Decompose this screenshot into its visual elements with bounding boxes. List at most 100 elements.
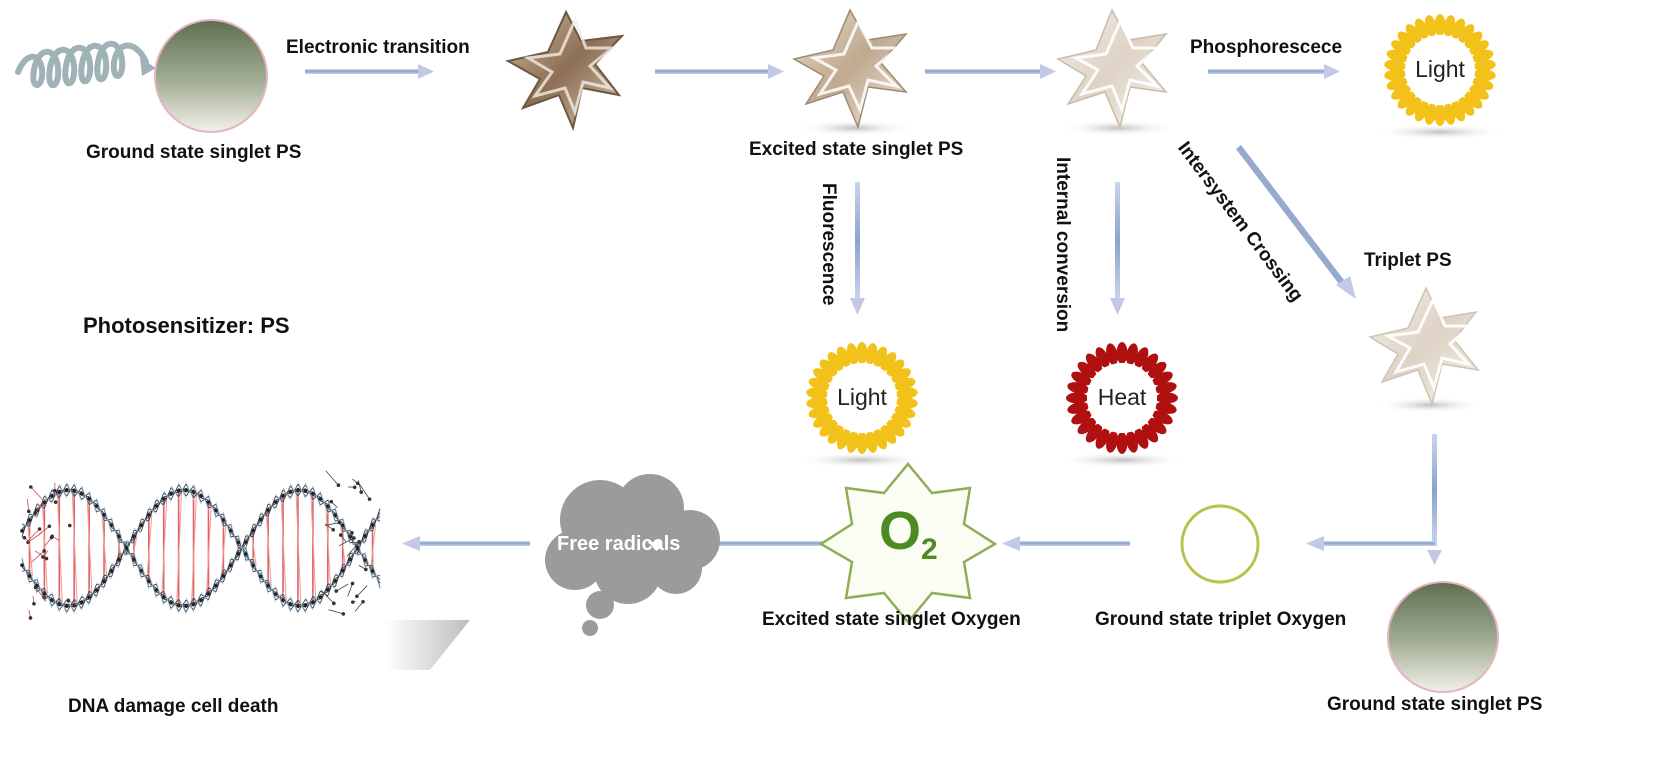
heat-petal bbox=[1155, 382, 1177, 394]
light-coil-icon bbox=[15, 40, 156, 89]
heat-petal bbox=[1095, 347, 1110, 368]
dna-node bbox=[87, 496, 91, 501]
dna-node bbox=[333, 513, 338, 517]
ground-triplet-oxygen-label: Ground state triplet Oxygen bbox=[1095, 609, 1347, 630]
dna-node bbox=[359, 490, 364, 494]
dna-node bbox=[29, 485, 33, 489]
dna-node bbox=[42, 500, 47, 505]
sun-top-petal bbox=[1391, 40, 1411, 55]
dna-node bbox=[318, 595, 323, 599]
dna-backbone-highlight bbox=[81, 485, 90, 507]
sun-top-petal bbox=[1397, 91, 1416, 109]
dna-base-pair bbox=[310, 493, 317, 603]
sun-mid-petal bbox=[856, 342, 868, 364]
heat-petal bbox=[1126, 431, 1138, 453]
dna-node bbox=[146, 513, 151, 517]
sun-mid-petal bbox=[846, 343, 859, 365]
triplet-ps-star-icon bbox=[1368, 286, 1485, 413]
heat-petal bbox=[1156, 392, 1178, 404]
dna-node bbox=[303, 603, 308, 608]
dna-node bbox=[363, 558, 367, 562]
dna-node bbox=[169, 491, 173, 496]
dna-node bbox=[311, 491, 315, 496]
sun-top-petal bbox=[1458, 96, 1475, 116]
ground-state-singlet-label-bottom: Ground state singlet PS bbox=[1327, 694, 1543, 715]
dna-node bbox=[341, 612, 346, 616]
dna-backbone-highlight bbox=[334, 506, 344, 534]
dna-fragment bbox=[26, 528, 40, 543]
dna-node bbox=[20, 529, 24, 533]
dna-base-pair bbox=[340, 525, 347, 571]
arrow-electronic-transition bbox=[305, 64, 434, 79]
star-icon-3 bbox=[1056, 8, 1176, 136]
dna-node bbox=[33, 511, 38, 515]
dna-node bbox=[176, 488, 181, 493]
dna-damage-label: DNA damage cell death bbox=[68, 696, 279, 717]
dna-node bbox=[64, 488, 69, 492]
dna-backbone-highlight bbox=[312, 485, 321, 508]
dna-backbone-highlight bbox=[245, 533, 254, 539]
sun-mid-petal bbox=[813, 368, 833, 383]
dna-node bbox=[332, 601, 336, 606]
heat-text: Heat bbox=[1097, 384, 1147, 410]
dna-node bbox=[67, 523, 72, 528]
dna-node bbox=[296, 604, 300, 608]
arrow-to-dna bbox=[402, 536, 530, 551]
sun-top-petal bbox=[1397, 31, 1416, 49]
heat-petal bbox=[1134, 347, 1149, 368]
dna-node bbox=[311, 600, 315, 605]
dna-node bbox=[288, 602, 293, 607]
dna-backbone-highlight bbox=[230, 556, 239, 563]
heat-petal bbox=[1106, 343, 1118, 365]
dna-node bbox=[66, 598, 71, 603]
dna-backbone-highlight bbox=[170, 594, 179, 614]
heat-petal bbox=[1141, 353, 1159, 373]
dna-backbone-highlight bbox=[305, 482, 314, 502]
dna-node bbox=[199, 598, 203, 602]
sun-top-petal bbox=[1384, 69, 1407, 81]
dna-fragment bbox=[338, 537, 355, 547]
dna-backbone-highlight bbox=[88, 490, 97, 515]
oxygen-symbol: O2 bbox=[879, 500, 938, 566]
dna-base-pair bbox=[370, 524, 377, 572]
dna-node bbox=[132, 557, 136, 562]
sun-mid-petal bbox=[886, 419, 905, 437]
arrow-to-excited-singlet bbox=[655, 64, 784, 79]
heat-petal bbox=[1067, 402, 1089, 414]
dna-node bbox=[42, 591, 47, 596]
dna-backbone-highlight bbox=[73, 597, 83, 611]
dna-backbone-highlight bbox=[148, 506, 157, 515]
dna-backbone-highlight bbox=[282, 487, 291, 501]
heat-petal bbox=[1152, 410, 1173, 425]
dna-node bbox=[355, 546, 360, 551]
dna-backbone-highlight bbox=[238, 545, 246, 551]
dna-node bbox=[184, 488, 188, 492]
sun-mid-petal bbox=[819, 419, 838, 437]
dna-backbone-highlight bbox=[88, 589, 97, 599]
dna-node bbox=[27, 509, 31, 514]
dna-node bbox=[357, 539, 362, 544]
heat-petal bbox=[1116, 342, 1128, 364]
dna-backbone-highlight bbox=[155, 497, 165, 508]
dna-backbone-highlight bbox=[29, 567, 38, 594]
dna-node bbox=[350, 581, 355, 586]
dna-backbone-highlight bbox=[223, 567, 232, 574]
dna-backbone-highlight bbox=[245, 545, 254, 574]
dna-node bbox=[296, 488, 300, 492]
dna-node bbox=[340, 523, 345, 528]
dna-node bbox=[102, 579, 106, 584]
dna-node bbox=[57, 602, 62, 606]
light-text-top: Light bbox=[1415, 56, 1465, 82]
dna-backbone-highlight bbox=[103, 572, 112, 580]
heat-petal bbox=[1116, 432, 1128, 454]
dna-backbone-highlight bbox=[327, 581, 336, 590]
star-icon bbox=[505, 9, 625, 132]
light-text-mid: Light bbox=[837, 384, 887, 410]
dna-node bbox=[281, 598, 285, 602]
dna-backbone-highlight bbox=[290, 483, 299, 499]
heat-petal bbox=[1067, 382, 1089, 394]
heat-flower-icon bbox=[1056, 342, 1188, 468]
triplet-ps-label: Triplet PS bbox=[1364, 250, 1452, 271]
dna-base-pair bbox=[295, 490, 302, 606]
dna-fragment bbox=[359, 483, 370, 500]
